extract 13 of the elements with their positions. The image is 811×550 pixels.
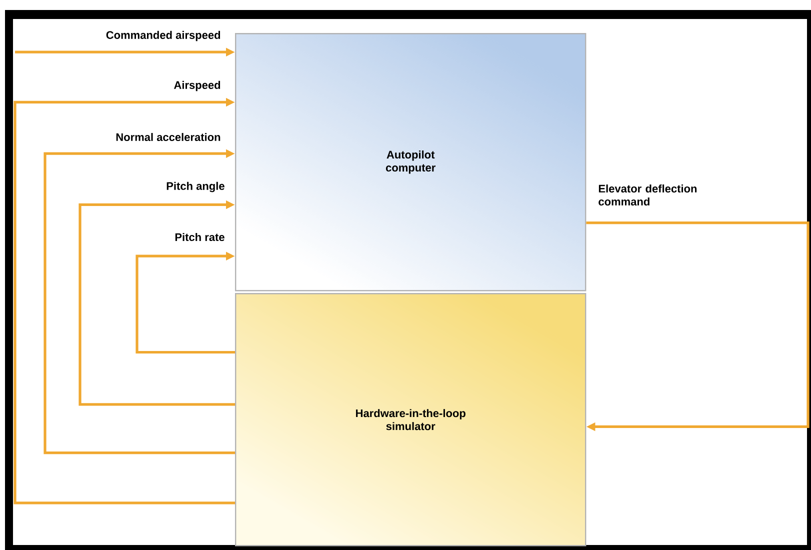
edge-label: Commanded airspeed [106, 30, 220, 42]
arrow [586, 221, 810, 432]
arrow [136, 252, 235, 354]
box: Autopilot computer [235, 33, 586, 292]
arrow [14, 98, 235, 504]
arrow [78, 200, 235, 406]
edge-label: Normal acceleration [116, 132, 220, 142]
edge-label: Airspeed [174, 80, 220, 92]
box: Hardware-in-the-loop simulator [235, 293, 586, 546]
edge-label: Pitch angle [166, 182, 224, 192]
edge-label: Elevator deflection command [598, 184, 697, 206]
edge-label: Pitch rate [175, 232, 224, 242]
arrow [44, 149, 235, 454]
